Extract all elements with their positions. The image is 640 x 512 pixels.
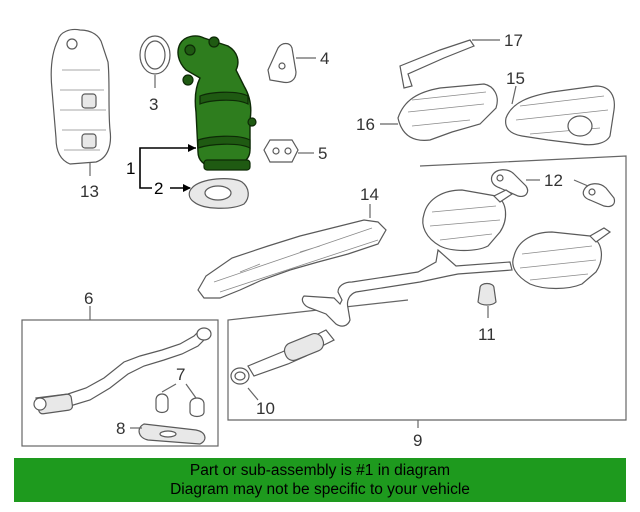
part-5-bracket[interactable] xyxy=(263,139,299,163)
leader-15 xyxy=(511,85,517,105)
part-11-rubber-hanger[interactable] xyxy=(477,282,497,306)
banner-line-2: Diagram may not be specific to your vehi… xyxy=(170,481,470,498)
callout-9: 9 xyxy=(413,431,422,450)
part-14-heat-shield[interactable] xyxy=(197,219,387,299)
callout-1: 1 xyxy=(126,159,135,178)
part-9-muffler-left[interactable] xyxy=(422,189,514,252)
callout-4: 4 xyxy=(320,49,329,68)
callout-16: 16 xyxy=(356,115,375,134)
part-6-front-pipe[interactable] xyxy=(33,327,212,415)
callout-17: 17 xyxy=(504,31,523,50)
leader-1 xyxy=(139,147,196,189)
callout-12: 12 xyxy=(544,171,563,190)
info-banner: Part or sub-assembly is #1 in diagram Di… xyxy=(14,458,626,502)
part-9-exhaust-system-box xyxy=(227,155,627,421)
part-4-bracket[interactable] xyxy=(267,42,297,84)
callout-7: 7 xyxy=(176,365,185,384)
callout-11: 11 xyxy=(478,325,496,344)
leader-7 xyxy=(161,383,197,399)
part-9-muffler-right[interactable] xyxy=(512,227,612,290)
part-15-heat-shield[interactable] xyxy=(505,85,615,146)
part-8-gasket-plate[interactable] xyxy=(138,423,206,445)
part-13-heat-shield[interactable] xyxy=(50,28,112,165)
parts-diagram: 13 3 1 2 4 5 xyxy=(21,28,627,450)
callout-10: 10 xyxy=(256,399,275,418)
callout-2: 2 xyxy=(154,179,163,198)
part-6-box xyxy=(21,319,219,447)
part-9-exhaust-pipe[interactable] xyxy=(247,248,513,377)
callout-15: 15 xyxy=(506,69,525,88)
part-2-flange-gasket[interactable] xyxy=(188,178,249,209)
callout-13: 13 xyxy=(80,182,99,201)
part-12-hangers[interactable] xyxy=(490,169,616,208)
arrow-2 xyxy=(183,184,191,192)
part-10-gasket[interactable] xyxy=(230,367,250,385)
part-7-clamps[interactable] xyxy=(155,393,205,418)
callout-8: 8 xyxy=(116,419,125,438)
callout-14: 14 xyxy=(360,185,379,204)
part-16-heat-shield[interactable] xyxy=(397,83,498,141)
callout-6: 6 xyxy=(84,289,93,308)
part-3-gasket[interactable] xyxy=(139,35,171,75)
callout-3: 3 xyxy=(149,95,158,114)
arrow-1 xyxy=(188,144,196,152)
part-1-catalytic-converter[interactable] xyxy=(177,35,257,171)
leader-10 xyxy=(247,387,259,401)
leader-12b xyxy=(573,179,589,187)
callout-5: 5 xyxy=(318,144,327,163)
banner-line-1: Part or sub-assembly is #1 in diagram xyxy=(189,462,451,479)
part-17-hanger[interactable] xyxy=(399,39,475,89)
